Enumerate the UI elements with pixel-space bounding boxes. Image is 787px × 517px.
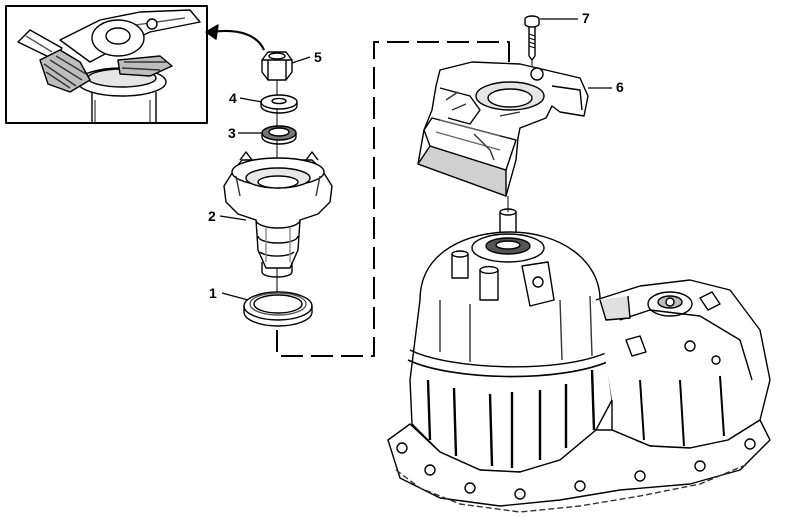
callout-4: 4: [229, 90, 237, 106]
dashed-connector: [276, 41, 510, 357]
callout-5: 5: [314, 49, 322, 65]
leader-lines: [219, 18, 612, 301]
detail-inset: [5, 5, 208, 124]
seal-part: [261, 125, 297, 145]
callout-6: 6: [616, 79, 624, 95]
nut-part: [261, 51, 293, 81]
callout-1: 1: [209, 285, 217, 301]
detail-arrow: [205, 24, 266, 51]
bolt-part: [524, 15, 540, 61]
callout-2: 2: [208, 208, 216, 224]
flange-part: [223, 151, 333, 278]
callout-7: 7: [582, 10, 590, 26]
shield-part: [417, 61, 589, 197]
callout-3: 3: [228, 125, 236, 141]
housing-part: [387, 208, 771, 513]
oil-seal-part: [243, 291, 313, 327]
washer-part: [260, 94, 298, 114]
